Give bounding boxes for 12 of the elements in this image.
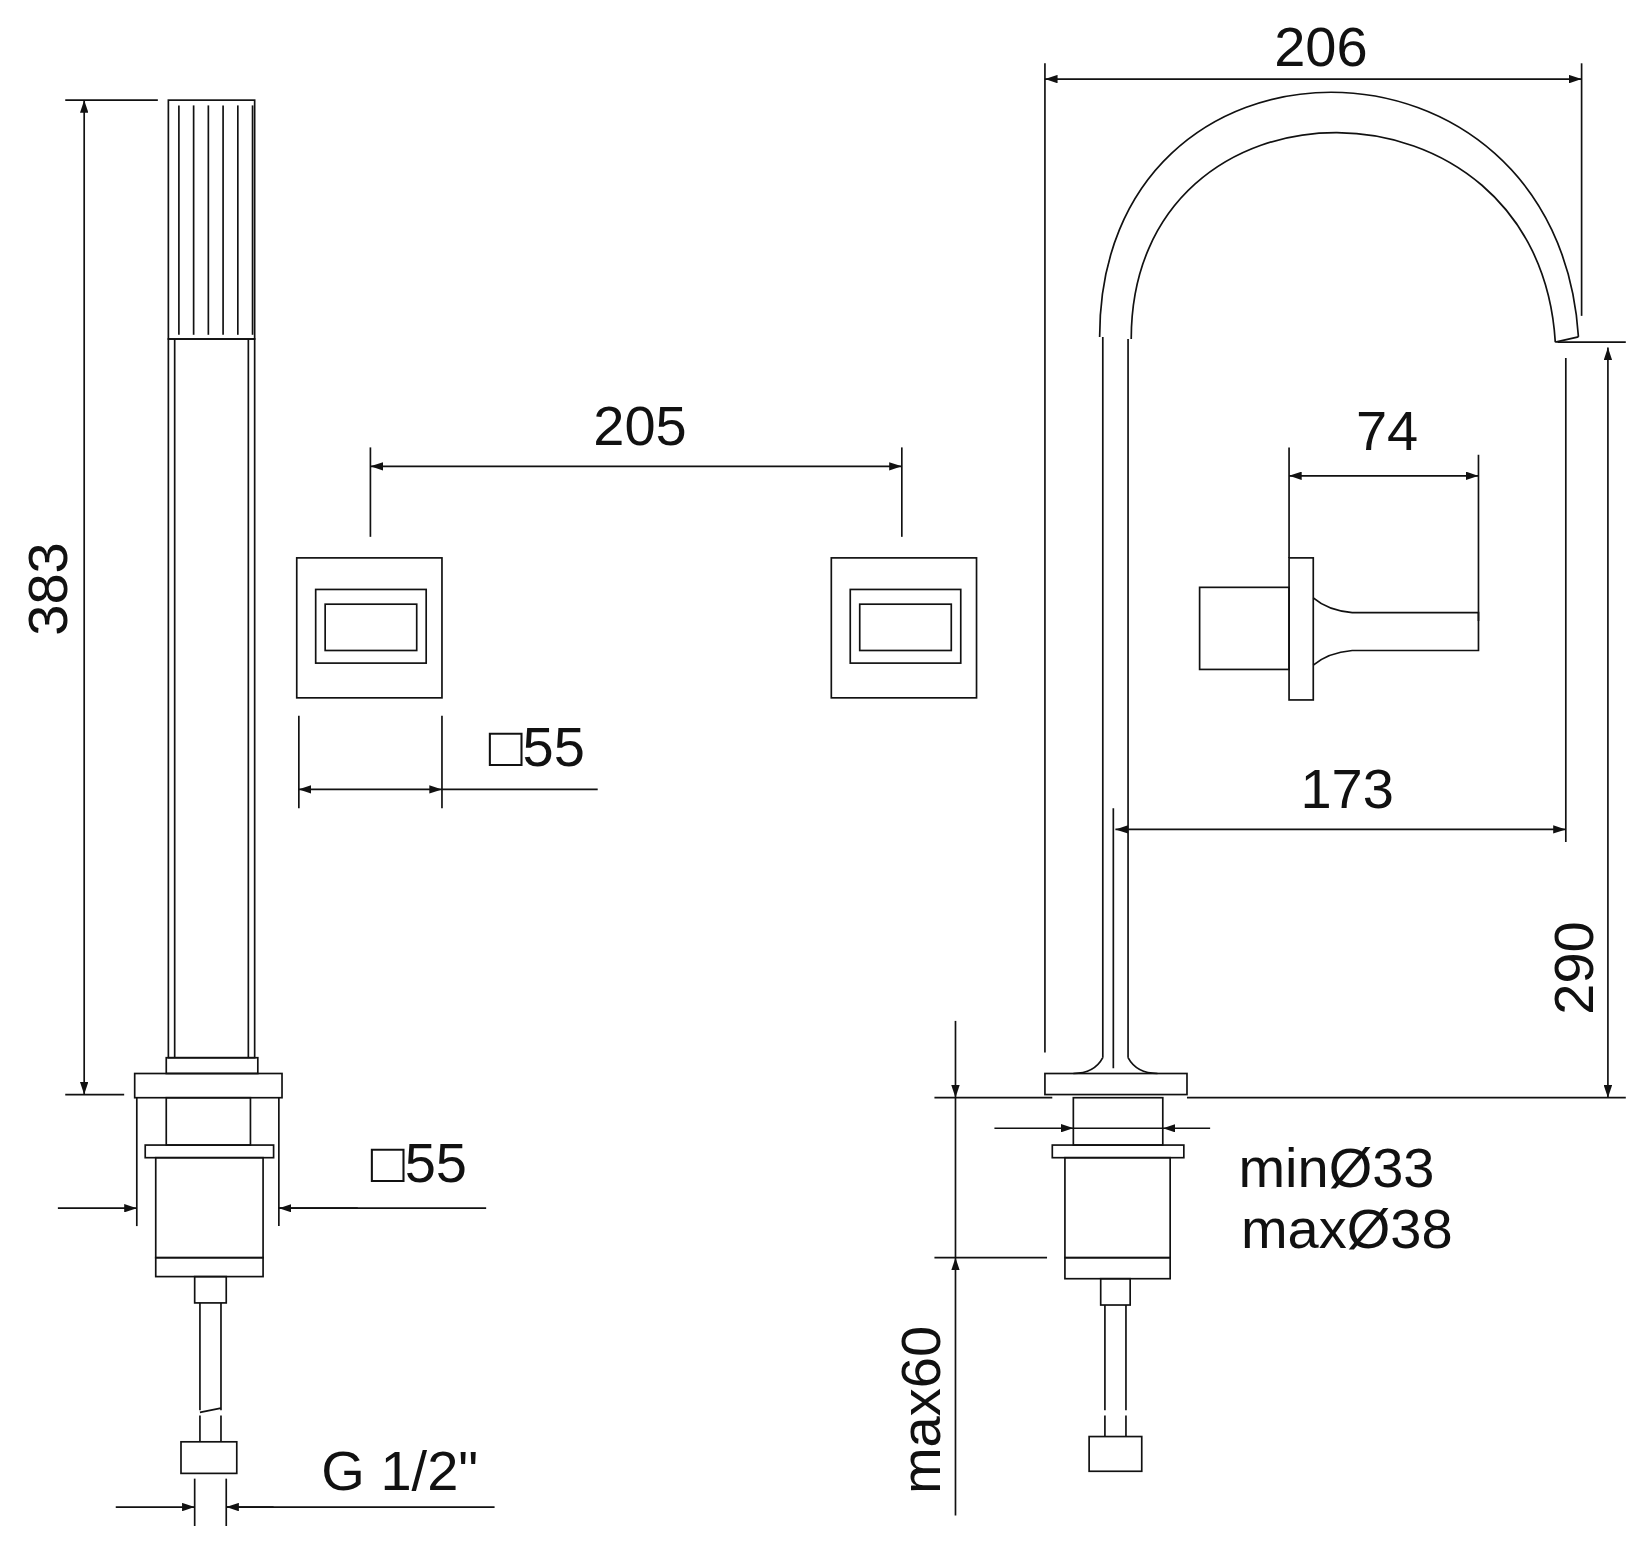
dimension-label: minØ33 [1238,1140,1435,1197]
dimension-label: max60 [892,1326,949,1495]
dimension-label: 205 [593,398,687,455]
dimension-label: 74 [1355,403,1419,460]
dimension-label: 206 [1274,19,1368,76]
dimension-label: 383 [19,542,76,636]
dimension-label: □55 [370,1134,467,1191]
dimension-label: 290 [1545,921,1602,1015]
dimension-label: 173 [1300,761,1394,818]
dimension-label: □55 [488,719,585,776]
dimension-label: maxØ38 [1240,1201,1453,1258]
dimension-label: G 1/2" [321,1443,479,1500]
